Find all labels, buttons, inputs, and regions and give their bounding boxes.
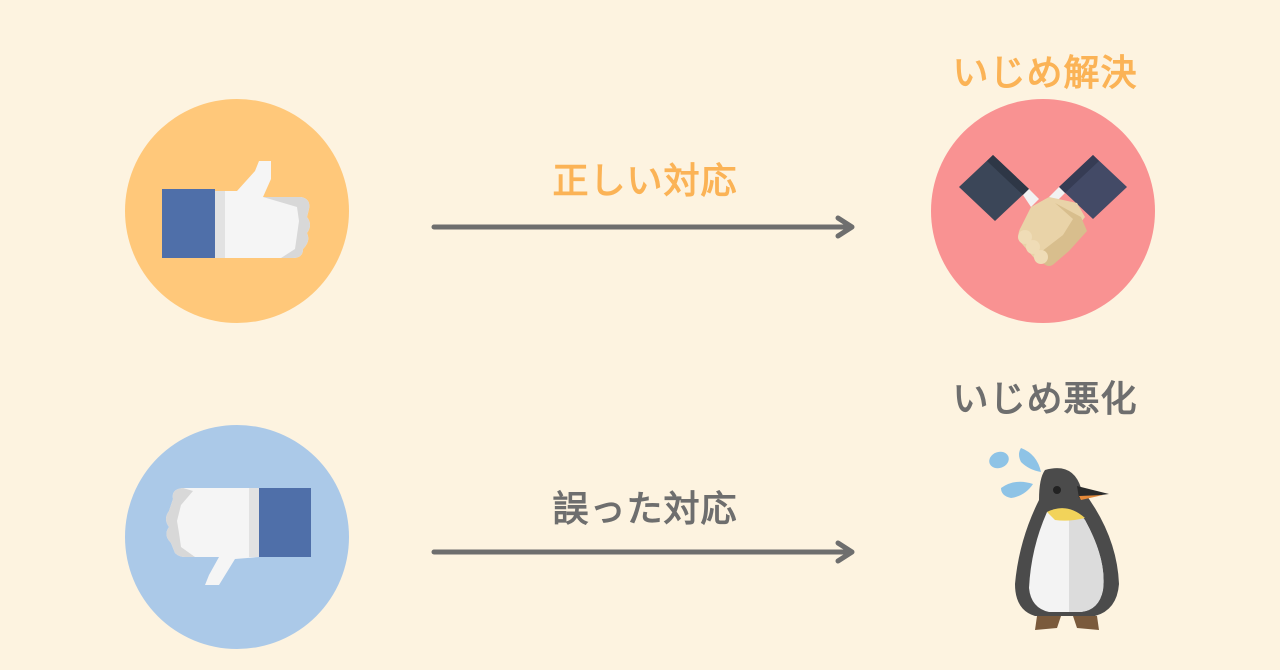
thumbs-up-circle <box>125 99 349 323</box>
sweating-penguin <box>985 440 1125 635</box>
thumbs-down-circle <box>125 425 349 649</box>
thumbs-down-icon <box>166 488 311 585</box>
handshake-circle <box>931 99 1155 323</box>
handshake-icon <box>959 155 1127 266</box>
arrow-correct <box>431 215 855 239</box>
sweating-penguin-icon <box>989 448 1119 630</box>
thumbs-up-icon <box>162 161 310 258</box>
correct-response-label: 正しい対応 <box>552 161 738 202</box>
worsened-label: いじめ悪化 <box>952 379 1138 420</box>
wrong-response-label: 誤った対応 <box>552 489 738 530</box>
resolved-label: いじめ解決 <box>952 53 1138 94</box>
arrow-wrong <box>431 540 855 564</box>
